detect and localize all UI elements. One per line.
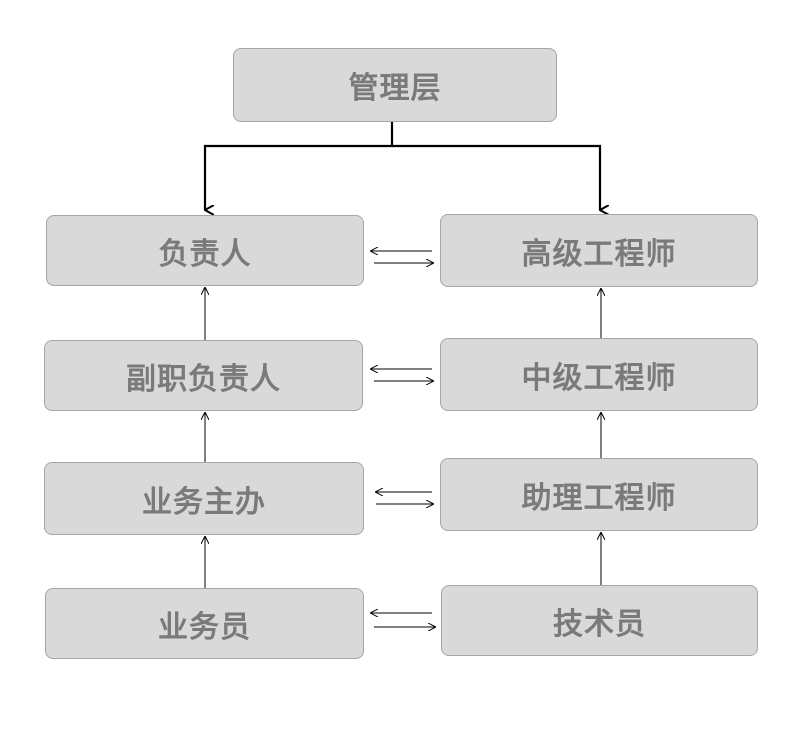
node-right-4: 技术员 (441, 585, 758, 656)
node-right-1: 高级工程师 (440, 214, 758, 287)
node-left-1: 负责人 (46, 215, 364, 286)
node-left-4: 业务员 (45, 588, 364, 659)
node-left-3: 业务主办 (44, 462, 364, 535)
top-connector (203, 122, 394, 210)
node-management: 管理层 (233, 48, 557, 122)
node-right-3: 助理工程师 (440, 458, 758, 531)
top-connector (392, 144, 600, 210)
node-left-2: 副职负责人 (44, 340, 363, 411)
node-right-2: 中级工程师 (440, 338, 758, 411)
